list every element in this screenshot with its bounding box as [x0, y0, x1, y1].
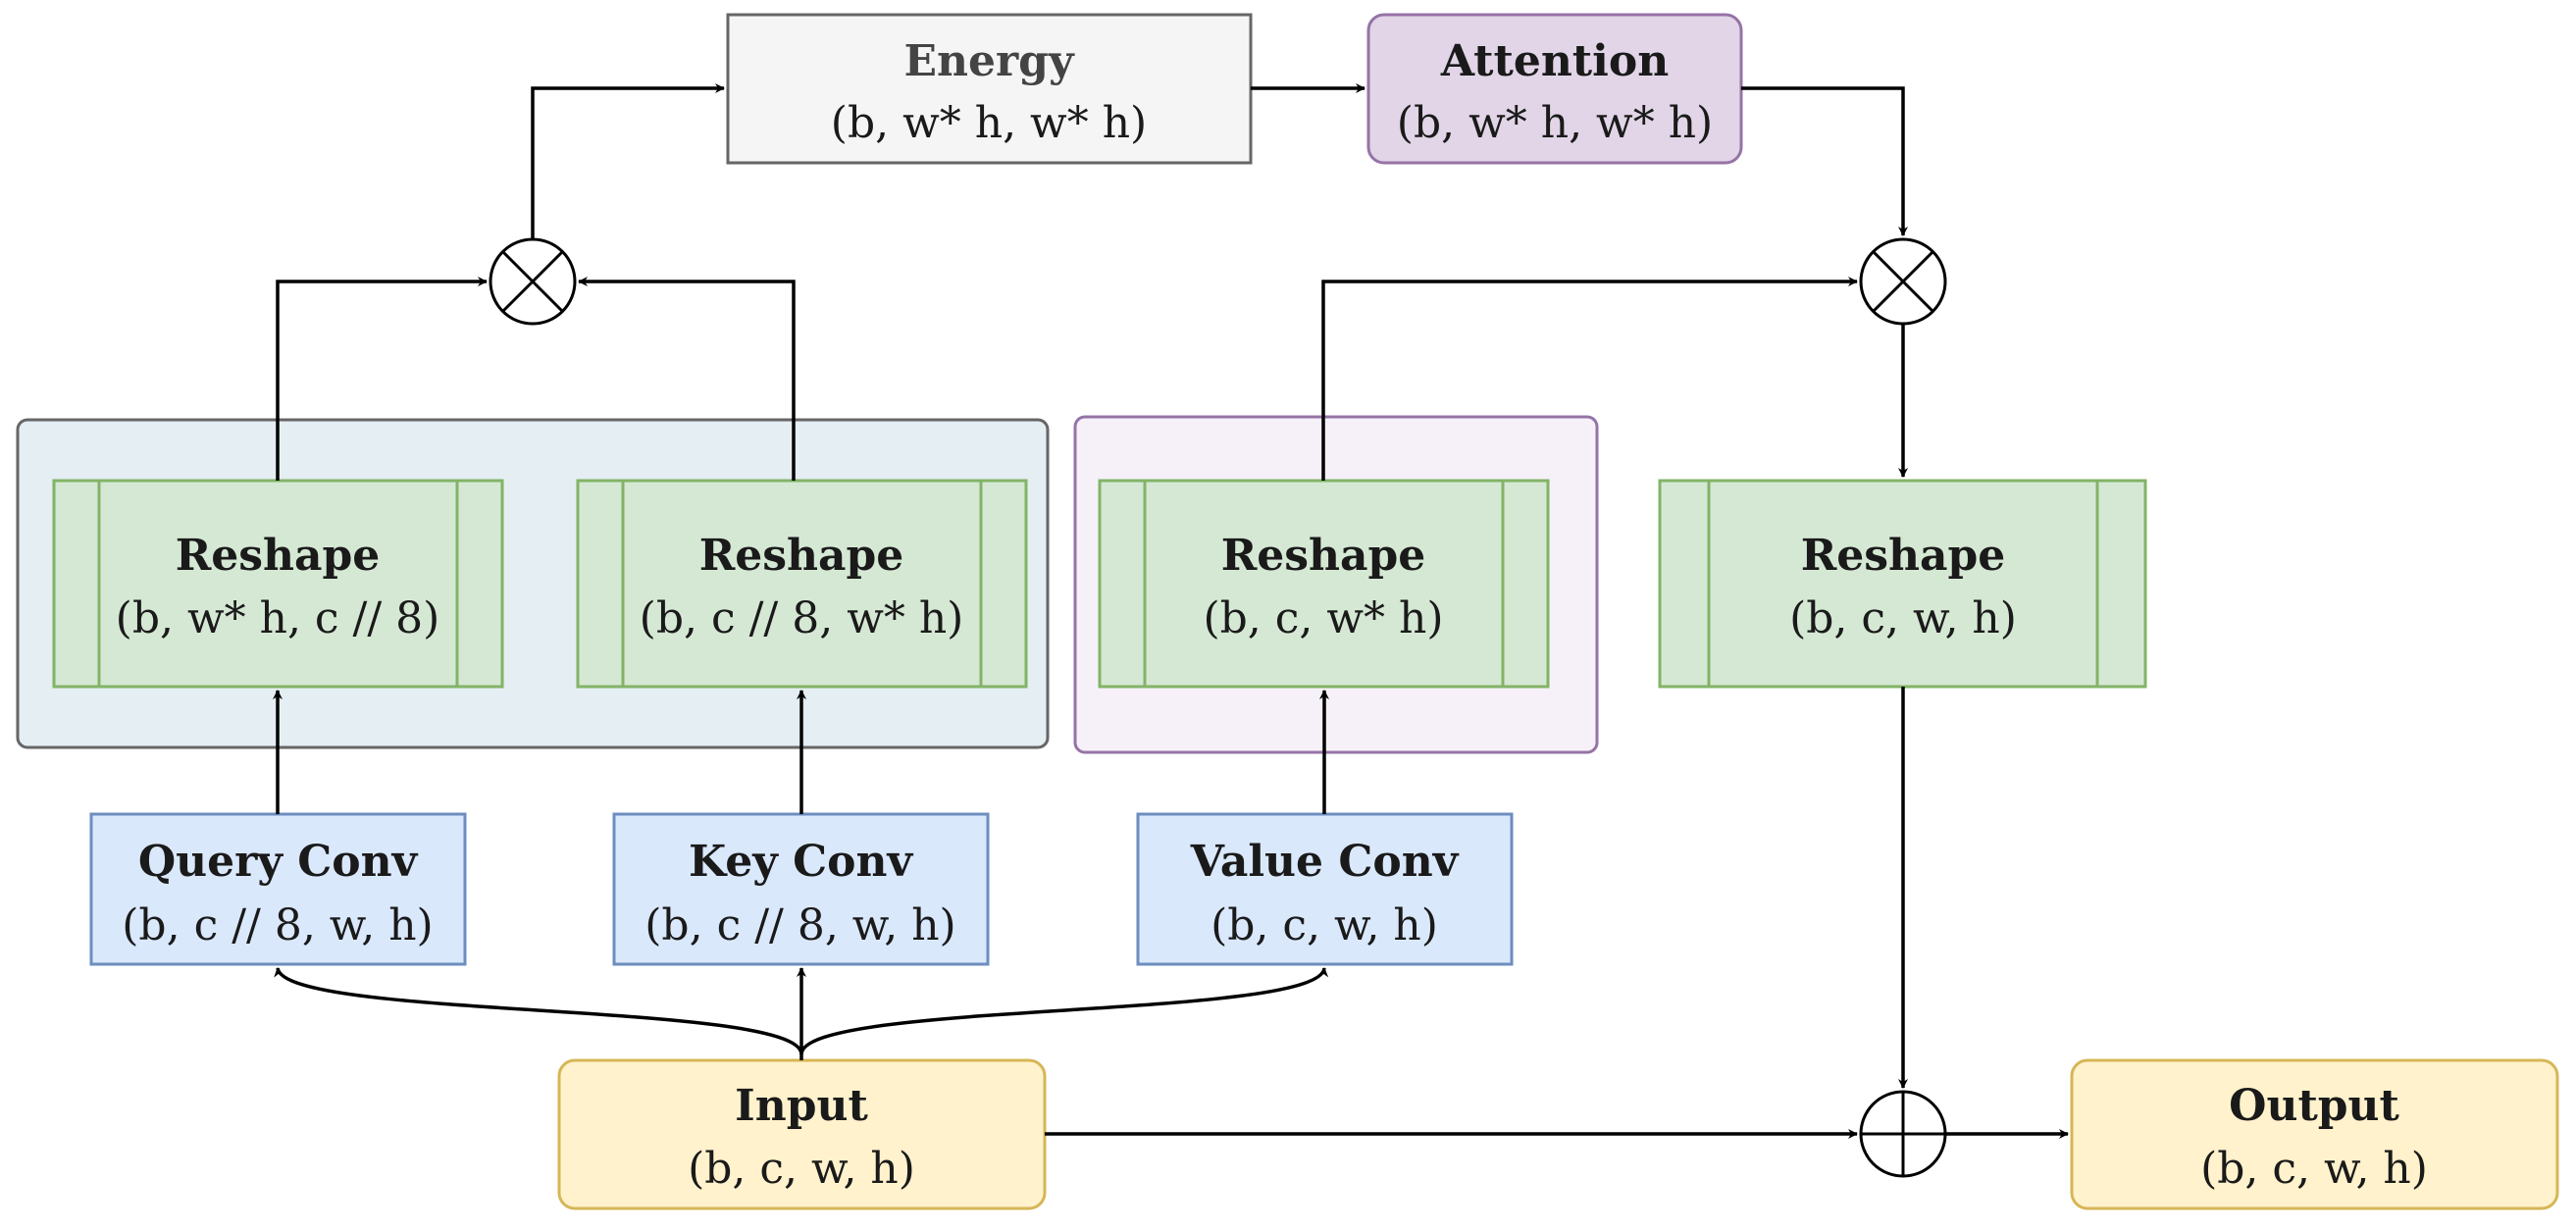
reshape-query-title: Reshape — [176, 531, 381, 581]
reshape-output-title: Reshape — [1801, 531, 2006, 581]
edge-reshapeq-to-multiply — [276, 277, 488, 481]
input-title: Input — [735, 1081, 868, 1131]
value-conv-shape: (b, c, w, h) — [1211, 900, 1438, 950]
reshape-output-node: Reshape (b, c, w, h) — [1658, 479, 2147, 689]
value-conv-node: Value Conv (b, c, w, h) — [1136, 812, 1514, 966]
reshape-query-shape: (b, w* h, c // 8) — [116, 593, 440, 643]
energy-title: Energy — [903, 36, 1074, 86]
reshape-output-shape: (b, c, w, h) — [1789, 593, 2017, 643]
reshape-value-shape: (b, c, w* h) — [1203, 593, 1443, 643]
connectors — [273, 83, 2069, 1139]
input-node: Input (b, c, w, h) — [557, 1058, 1047, 1210]
attention-node: Attention (b, w* h, w* h) — [1366, 13, 1743, 165]
reshape-key-node: Reshape (b, c // 8, w* h) — [576, 479, 1028, 689]
multiply-av-icon — [1859, 237, 1947, 326]
key-conv-node: Key Conv (b, c // 8, w, h) — [612, 812, 990, 966]
query-conv-title: Query Conv — [138, 837, 419, 887]
reshape-value-node: Reshape (b, c, w* h) — [1098, 479, 1550, 689]
output-node: Output (b, c, w, h) — [2070, 1058, 2559, 1210]
value-conv-title: Value Conv — [1190, 837, 1460, 887]
edge-multiply-to-energy — [531, 83, 725, 239]
edge-attention-to-multiply — [1741, 86, 1908, 236]
query-conv-node: Query Conv (b, c // 8, w, h) — [89, 812, 467, 966]
input-shape: (b, c, w, h) — [688, 1144, 915, 1194]
edge-input-to-queryconv — [274, 967, 803, 1055]
reshape-key-title: Reshape — [699, 531, 904, 581]
key-conv-title: Key Conv — [689, 837, 914, 887]
attention-shape: (b, w* h, w* h) — [1397, 98, 1713, 148]
query-conv-shape: (b, c // 8, w, h) — [122, 900, 433, 950]
energy-node: Energy (b, w* h, w* h) — [726, 13, 1253, 165]
energy-shape: (b, w* h, w* h) — [831, 98, 1147, 148]
reshape-query-node: Reshape (b, w* h, c // 8) — [52, 479, 504, 689]
reshape-key-shape: (b, c // 8, w* h) — [640, 593, 964, 643]
add-residual-icon — [1859, 1090, 1947, 1178]
multiply-qk-icon — [489, 237, 577, 326]
attention-title: Attention — [1440, 36, 1669, 86]
output-shape: (b, c, w, h) — [2200, 1144, 2428, 1194]
reshape-value-title: Reshape — [1221, 531, 1426, 581]
edge-input-to-valueconv — [799, 967, 1329, 1055]
edge-reshapek-to-multiply — [578, 277, 796, 481]
output-title: Output — [2229, 1081, 2399, 1131]
edge-reshapev-to-multiply — [1321, 277, 1858, 481]
key-conv-shape: (b, c // 8, w, h) — [644, 900, 955, 950]
